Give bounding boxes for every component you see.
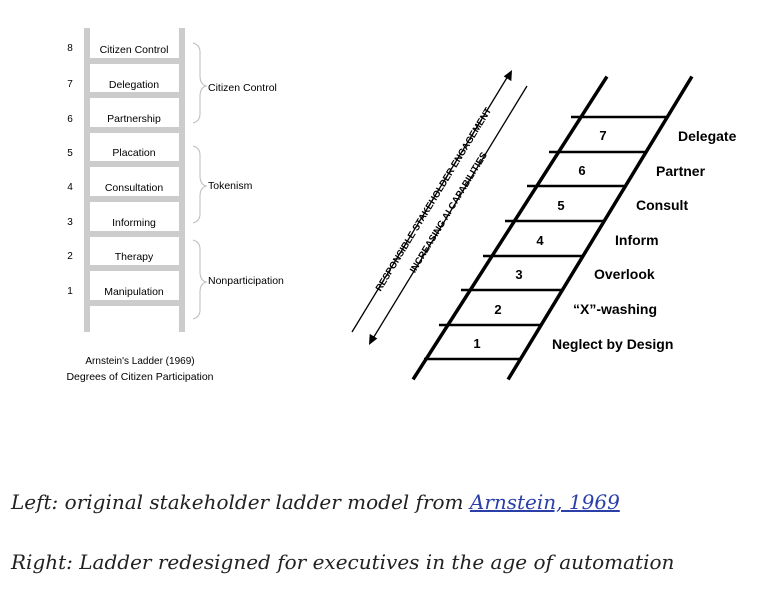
capabilities-arrow-line <box>371 85 528 341</box>
ladder-rung <box>90 300 179 306</box>
rung-label: Therapy <box>115 251 154 263</box>
rung-label: Delegation <box>109 79 159 91</box>
rung-number: 2 <box>67 251 73 262</box>
ladder-rung <box>90 127 179 133</box>
caption-right-text: Right: Ladder redesigned for executives … <box>11 550 675 574</box>
rung-number: 7 <box>599 128 606 143</box>
rung-label: Overlook <box>594 266 655 282</box>
rung-label: Neglect by Design <box>552 336 673 352</box>
caption-left: Left: original stakeholder ladder model … <box>11 490 620 514</box>
rung-number: 6 <box>67 114 73 125</box>
rung-number: 4 <box>536 233 544 248</box>
ladder-rung <box>90 92 179 98</box>
engagement-arrow-label: RESPONSIBLE STAKEHOLDER ENGAGEMENT <box>374 106 494 294</box>
ladder-rung <box>90 161 179 167</box>
group-bracket <box>192 42 208 124</box>
ladder-rung <box>90 231 179 237</box>
arnstein-link[interactable]: Arnstein, 1969 <box>469 490 620 514</box>
rung-number: 3 <box>67 217 73 228</box>
rung-number: 3 <box>515 267 522 282</box>
rung-number: 5 <box>67 148 73 159</box>
group-label-citizen-control: Citizen Control <box>208 82 277 94</box>
group-label-tokenism: Tokenism <box>208 180 253 192</box>
rung-number: 4 <box>67 182 73 193</box>
ladder-rail-left <box>84 28 90 332</box>
ladder-rail-right <box>506 75 694 381</box>
arrow-up-head-icon <box>503 70 512 82</box>
rung-label: Consult <box>636 197 688 213</box>
ladder-rail-right <box>179 28 185 332</box>
ladder-rung <box>90 265 179 271</box>
group-label-nonparticipation: Nonparticipation <box>208 275 284 287</box>
rung-label: Delegate <box>678 128 737 144</box>
rung-number: 6 <box>578 163 585 178</box>
rung-number: 7 <box>67 79 73 90</box>
rung-number: 1 <box>67 286 73 297</box>
rung-label: “X”-washing <box>573 301 657 317</box>
rung-number: 8 <box>67 43 73 54</box>
ladder-rail-left <box>411 75 609 381</box>
ladder-rung <box>90 58 179 64</box>
rung-number: 5 <box>557 198 564 213</box>
arnstein-title: Arnstein's Ladder (1969) <box>85 356 194 367</box>
ladder-rung <box>90 196 179 202</box>
rung-label: Consultation <box>105 182 164 194</box>
arrow-down-head-icon <box>369 333 378 345</box>
engagement-arrow-line <box>351 75 509 333</box>
group-bracket <box>192 239 208 320</box>
redesigned-ladder: 7 6 5 4 3 2 1 Delegate Partner Consult I… <box>351 70 737 381</box>
rung-label: Informing <box>112 217 156 229</box>
rung-number: 2 <box>494 302 501 317</box>
rung-label: Citizen Control <box>100 44 169 56</box>
arnstein-subtitle: Degrees of Citizen Participation <box>66 371 213 383</box>
rung-label: Placation <box>112 147 155 159</box>
arnstein-ladder: 8 7 6 5 4 3 2 1 Citizen Control Delegati… <box>66 28 284 383</box>
rung-label: Inform <box>615 232 659 248</box>
group-bracket <box>192 145 208 224</box>
caption-left-text: Left: original stakeholder ladder model … <box>11 490 470 514</box>
caption-right: Right: Ladder redesigned for executives … <box>11 550 674 574</box>
ladder-diagrams: 8 7 6 5 4 3 2 1 Citizen Control Delegati… <box>66 28 737 383</box>
rung-number: 1 <box>473 336 480 351</box>
rung-label: Manipulation <box>104 286 164 298</box>
rung-label: Partnership <box>107 113 161 125</box>
rung-label: Partner <box>656 163 706 179</box>
